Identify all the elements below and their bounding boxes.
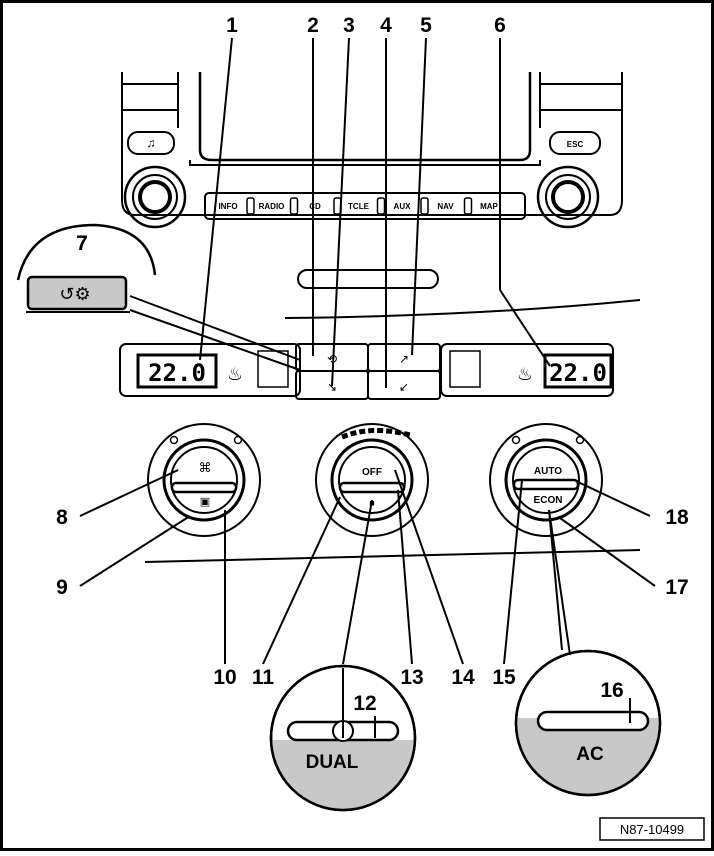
left-temp-display: 22.0: [148, 359, 206, 387]
callout-8: 8: [56, 506, 68, 529]
callout-2: 2: [307, 14, 319, 37]
radio-button-label-cd: CD: [309, 202, 321, 211]
callout-18: 18: [665, 506, 689, 529]
seat-heater-icon: ♨: [227, 364, 243, 384]
rear-window-heater-icon: ▣: [200, 496, 210, 508]
callout-17: 17: [665, 576, 688, 599]
ac-label: AC: [576, 744, 604, 765]
radio-button-label-info: INFO: [218, 202, 237, 211]
air-distribution-icon-2: ↗: [399, 352, 409, 366]
radio-button-label-aux: AUX: [394, 202, 412, 211]
right-temp-display: 22.0: [549, 359, 607, 387]
callout-1: 1: [226, 14, 238, 37]
radio-button-label-nav: NAV: [437, 202, 454, 211]
radio-button-label-tcle: TCLE: [348, 202, 370, 211]
leader-lines: [79, 37, 656, 738]
center-knob-label: OFF: [362, 467, 382, 478]
callout-6: 6: [494, 14, 506, 37]
callout-7: 7: [76, 232, 88, 255]
radio-button-divider: [289, 197, 299, 215]
left-knob: [147, 423, 261, 537]
right-knob-top-label: AUTO: [534, 466, 562, 477]
ac-detail: [514, 649, 662, 797]
defrost-icon: ⌘: [199, 460, 212, 475]
radio-unit: [121, 72, 623, 229]
callout-11: 11: [252, 666, 275, 689]
climate-panel: [119, 343, 614, 400]
esc-label: ESC: [567, 140, 584, 149]
recirc-button-detail: [16, 223, 301, 371]
seat-heater-icon-right: ♨: [517, 364, 533, 384]
callout-15: 15: [492, 666, 516, 689]
callout-13: 13: [400, 666, 423, 689]
reference-box: [599, 817, 705, 841]
cd-slot: [297, 269, 439, 289]
panel-edge: [144, 549, 641, 563]
callout-14: 14: [451, 666, 475, 689]
recirculation-icon: ⟲: [327, 352, 337, 366]
callout-4: 4: [380, 14, 392, 37]
right-knob: [489, 423, 603, 537]
radio-button-row: INFO RADIO CD TCLE AUX NAV MAP: [218, 197, 499, 215]
air-distribution-icon-3: ↙: [399, 380, 409, 394]
callout-12: 12: [353, 692, 376, 715]
callout-16: 16: [600, 679, 623, 702]
radio-button-label-map: MAP: [480, 202, 498, 211]
radio-button-divider: [376, 197, 386, 215]
right-knob-bottom-label: ECON: [534, 495, 563, 506]
recirc-detail-icon: ↺⚙: [59, 284, 90, 304]
callout-3: 3: [343, 14, 355, 37]
radio-button-divider: [420, 197, 429, 215]
callout-10: 10: [213, 666, 236, 689]
note-icon: ♫: [147, 136, 156, 150]
callout-9: 9: [56, 576, 68, 599]
radio-button-divider: [246, 197, 255, 215]
radio-button-divider: [463, 197, 473, 215]
air-distribution-icon: ↘: [327, 380, 337, 394]
dual-label: DUAL: [306, 752, 359, 773]
callout-5: 5: [420, 14, 432, 37]
center-knob: [315, 423, 429, 537]
reference-code: N87-10499: [620, 822, 684, 837]
radio-button-label-radio: RADIO: [259, 202, 285, 211]
